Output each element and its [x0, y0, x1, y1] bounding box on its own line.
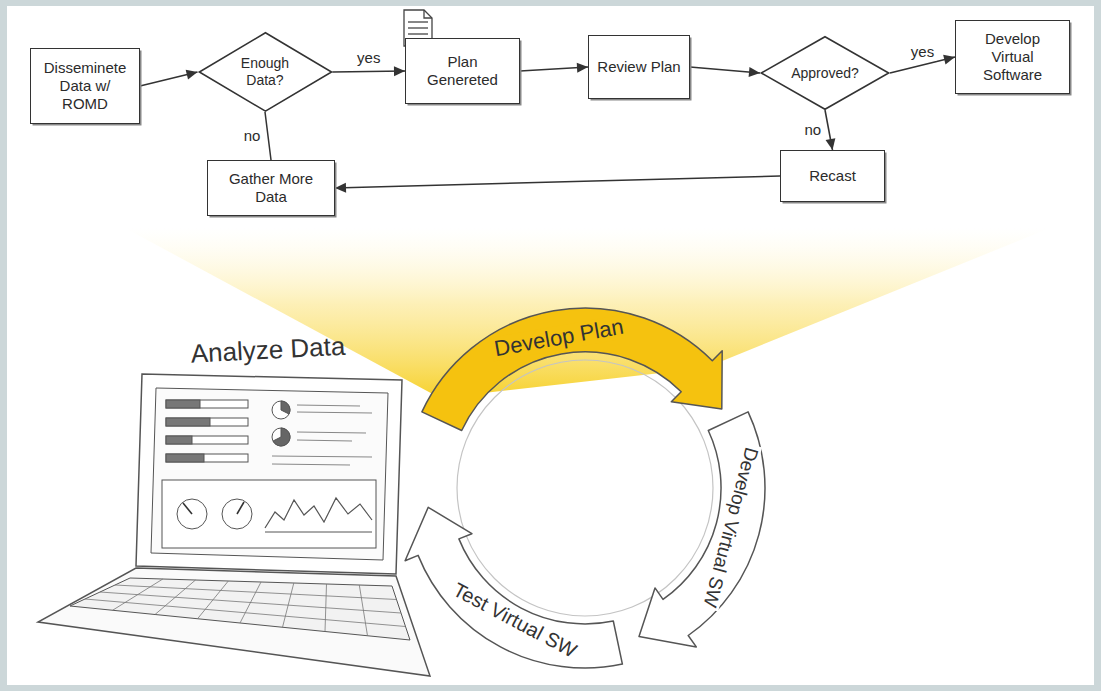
node-label: Plan Genereted	[412, 53, 513, 89]
laptop-base	[38, 568, 430, 676]
screen-title: Analyze Data	[187, 332, 349, 369]
dashboard-pies	[272, 401, 290, 446]
node-text-group: Recast	[809, 167, 856, 185]
node-text-group: Disseminete Data w/ ROMD	[37, 59, 133, 113]
laptop	[38, 374, 430, 676]
cycle-step-label: Develop Virtual SW	[698, 442, 762, 612]
flow-arrow	[335, 176, 780, 193]
page-line	[408, 21, 428, 22]
edge-label: no	[802, 121, 823, 139]
diamond-shape	[761, 37, 888, 110]
flow-arrow	[265, 112, 271, 160]
decision-diamond: Approved?	[760, 36, 890, 110]
arrow-head	[826, 138, 836, 150]
arrow-head	[394, 66, 405, 76]
keyboard	[70, 578, 410, 640]
dashboard-gauges	[177, 499, 252, 529]
cycle-arrow	[639, 412, 765, 647]
dashboard-bars	[166, 400, 248, 462]
arrow-head	[577, 63, 588, 73]
laptop-screen	[136, 374, 402, 574]
flow-arrow	[332, 66, 405, 76]
cycle-arrow-highlighted	[422, 308, 722, 431]
cycle-step-label: Test Virtual SW	[447, 577, 583, 663]
flow-arrow	[825, 110, 835, 150]
node-text-group: Plan Genereted	[412, 53, 513, 89]
edge-label: no	[242, 127, 263, 145]
dashboard-chart	[265, 498, 372, 528]
node-label: Enough Data?	[228, 55, 302, 89]
flow-arrow	[520, 63, 588, 73]
node-text-group: Review Plan	[597, 58, 680, 76]
node-label: Disseminete Data w/ ROMD	[37, 59, 133, 113]
node-text-group: Gather More Data	[214, 170, 328, 206]
arrow-head	[749, 67, 760, 77]
connector-line	[335, 176, 780, 188]
node-text-group: Approved?	[791, 65, 859, 82]
node-label: Recast	[809, 167, 856, 185]
dashboard-panel	[162, 480, 376, 548]
chart-axis	[265, 532, 372, 533]
edge-label: yes	[355, 49, 382, 67]
process-box: Develop Virtual Software	[955, 20, 1070, 94]
diamond-shape	[199, 33, 331, 111]
process-box: Recast	[780, 150, 885, 202]
process-box: Review Plan	[588, 35, 690, 99]
node-text-group: Enough Data?	[228, 55, 302, 89]
flow-arrow	[140, 70, 198, 86]
decision-diamond: Enough Data?	[198, 32, 333, 112]
page-line	[408, 27, 428, 28]
process-box: Disseminete Data w/ ROMD	[30, 48, 140, 124]
cycle-step-label: Develop Plan	[489, 315, 628, 363]
page-line	[408, 33, 428, 34]
page-fold	[424, 10, 432, 18]
edge-label: yes	[909, 43, 936, 61]
flow-arrow	[690, 67, 760, 77]
screen-display	[151, 388, 388, 560]
arrow-head	[186, 70, 198, 80]
node-text-group: Develop Virtual Software	[962, 30, 1063, 84]
arrow-head	[335, 183, 346, 193]
process-box: Gather More Data	[207, 160, 335, 216]
arrow-head	[943, 55, 955, 65]
keyboard-keys	[85, 579, 406, 636]
node-label: Review Plan	[597, 58, 680, 76]
node-label: Develop Virtual Software	[962, 30, 1063, 84]
node-label: Approved?	[791, 65, 859, 82]
cycle-arrow	[405, 507, 622, 668]
process-box: Plan Genereted	[405, 38, 520, 104]
dashboard-text-lines	[272, 405, 372, 465]
node-label: Gather More Data	[214, 170, 328, 206]
connector-line	[265, 112, 271, 160]
